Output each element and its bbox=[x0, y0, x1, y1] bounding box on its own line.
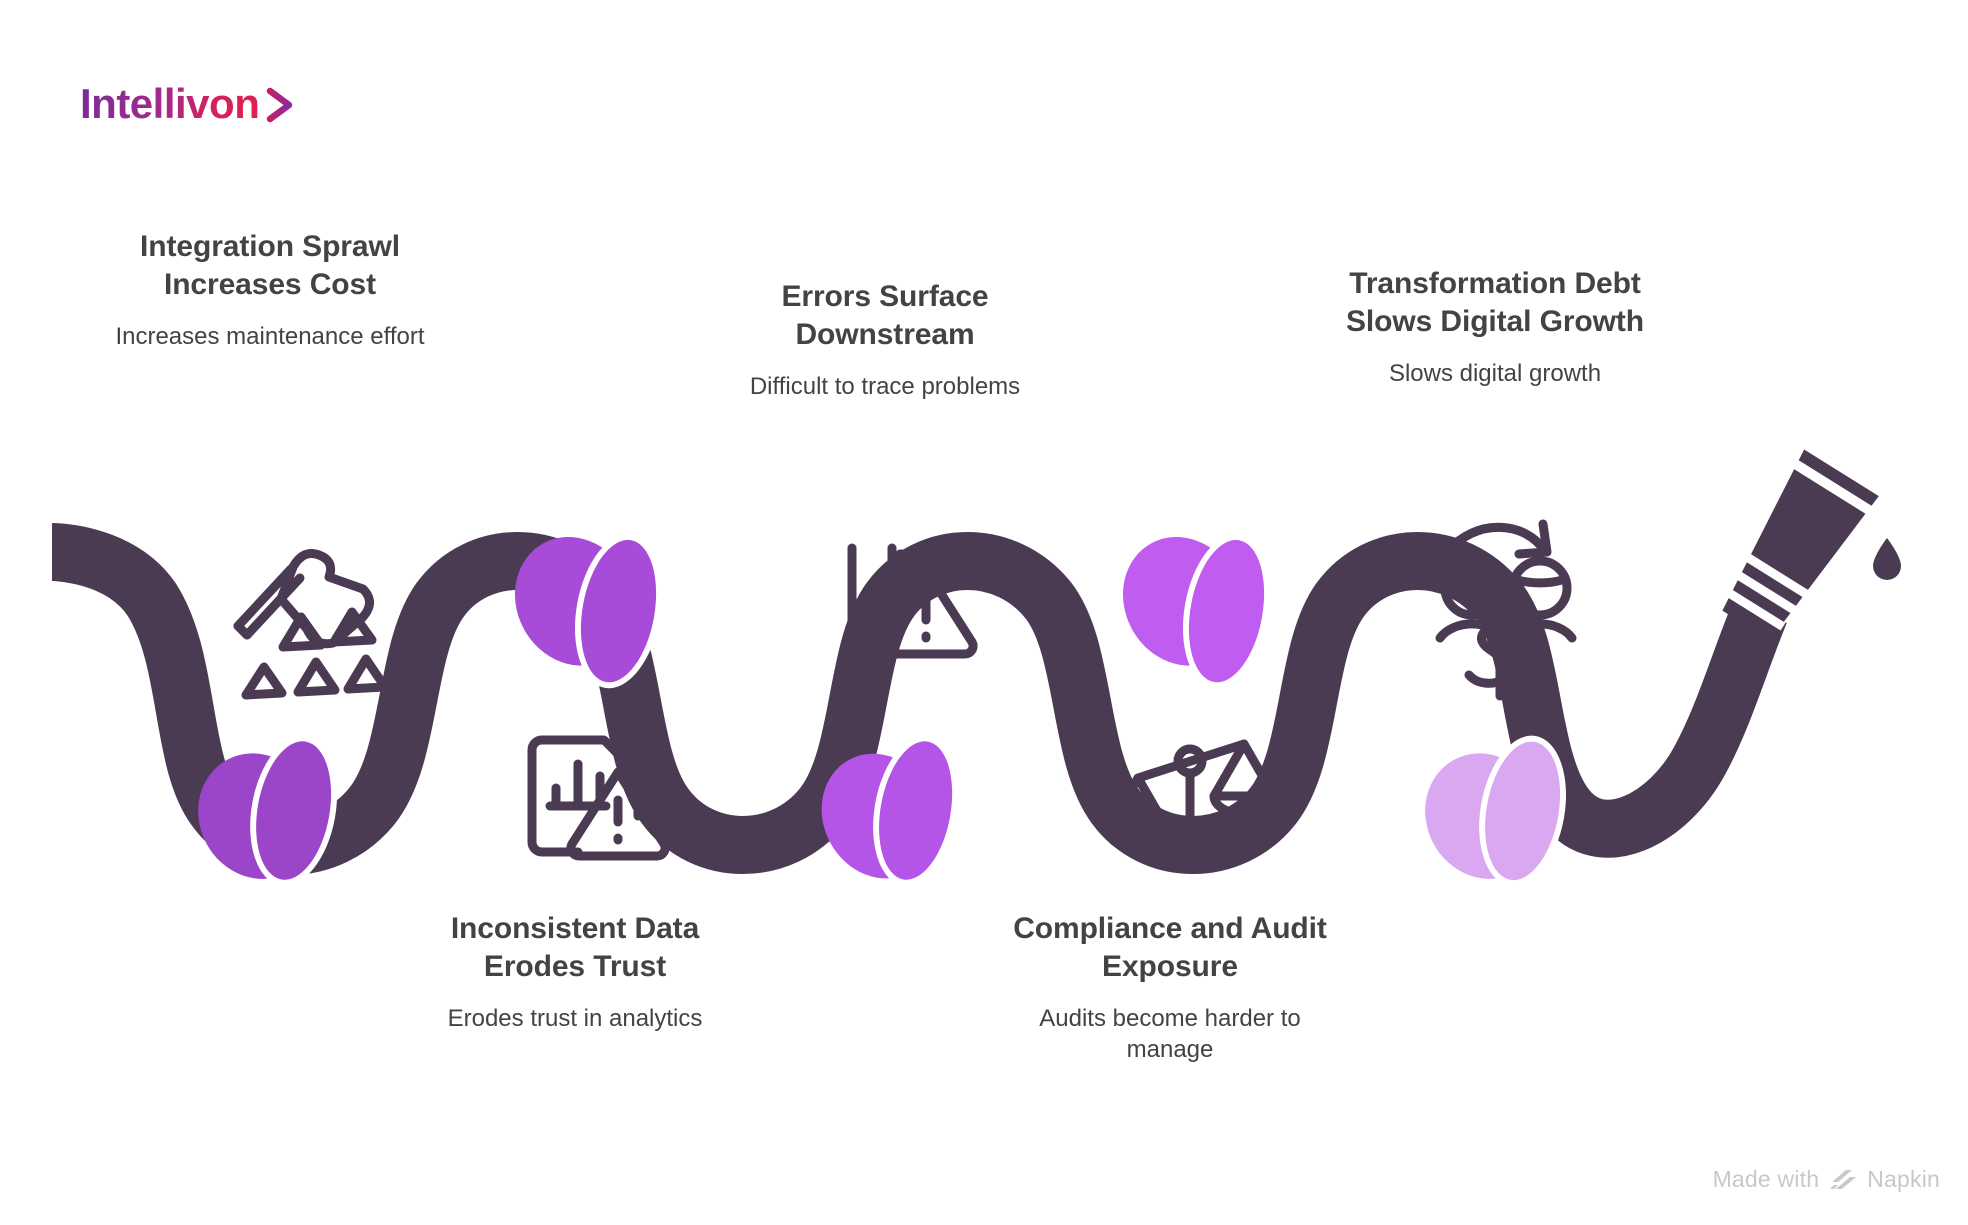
node-title: Inconsistent Data Erodes Trust bbox=[450, 912, 700, 984]
road-merge-warning-icon bbox=[847, 543, 978, 659]
knot-5 bbox=[1425, 735, 1566, 887]
knot-4 bbox=[1122, 533, 1271, 689]
brand-name: Intellivon bbox=[80, 80, 260, 127]
knot-1 bbox=[198, 735, 338, 886]
node-label-2: Errors Surface Downstream Difficult to t… bbox=[735, 278, 1035, 402]
axe-fragments-icon bbox=[233, 549, 390, 700]
node-description: Erodes trust in analytics bbox=[447, 1004, 703, 1032]
knot-3 bbox=[821, 735, 959, 886]
balance-scale-icon bbox=[1103, 739, 1279, 858]
brand-logo: Intellivon bbox=[80, 82, 295, 126]
node-description: Difficult to trace problems bbox=[749, 372, 1021, 400]
node-label-4: Transformation Debt Slows Digital Growth… bbox=[1325, 265, 1665, 389]
node-description: Audits become harder to manage bbox=[1039, 1004, 1301, 1064]
knot-2 bbox=[514, 533, 663, 689]
hose-nozzle-dripping-icon bbox=[1722, 449, 1901, 641]
watermark-prefix: Made with bbox=[1712, 1166, 1820, 1192]
watermark-product: Napkin bbox=[1867, 1166, 1940, 1192]
document-chart-warning-icon bbox=[527, 735, 670, 861]
node-title: Integration Sprawl Increases Cost bbox=[140, 230, 400, 302]
chevron-right-icon bbox=[267, 87, 293, 123]
napkin-watermark: Made with Napkin bbox=[1713, 1166, 1940, 1193]
node-label-0: Integration Sprawl Increases Cost Increa… bbox=[105, 228, 435, 352]
money-transfer-people-icon bbox=[1435, 519, 1577, 701]
node-description: Increases maintenance effort bbox=[115, 322, 425, 350]
node-title: Compliance and Audit Exposure bbox=[1013, 912, 1327, 984]
napkin-logo-icon bbox=[1830, 1169, 1857, 1189]
node-description: Slows digital growth bbox=[1388, 359, 1602, 387]
node-label-3: Compliance and Audit Exposure Audits bec… bbox=[1010, 910, 1330, 1066]
node-title: Errors Surface Downstream bbox=[781, 280, 989, 352]
node-label-1: Inconsistent Data Erodes Trust Erodes tr… bbox=[405, 910, 745, 1034]
node-title: Transformation Debt Slows Digital Growth bbox=[1345, 267, 1644, 339]
